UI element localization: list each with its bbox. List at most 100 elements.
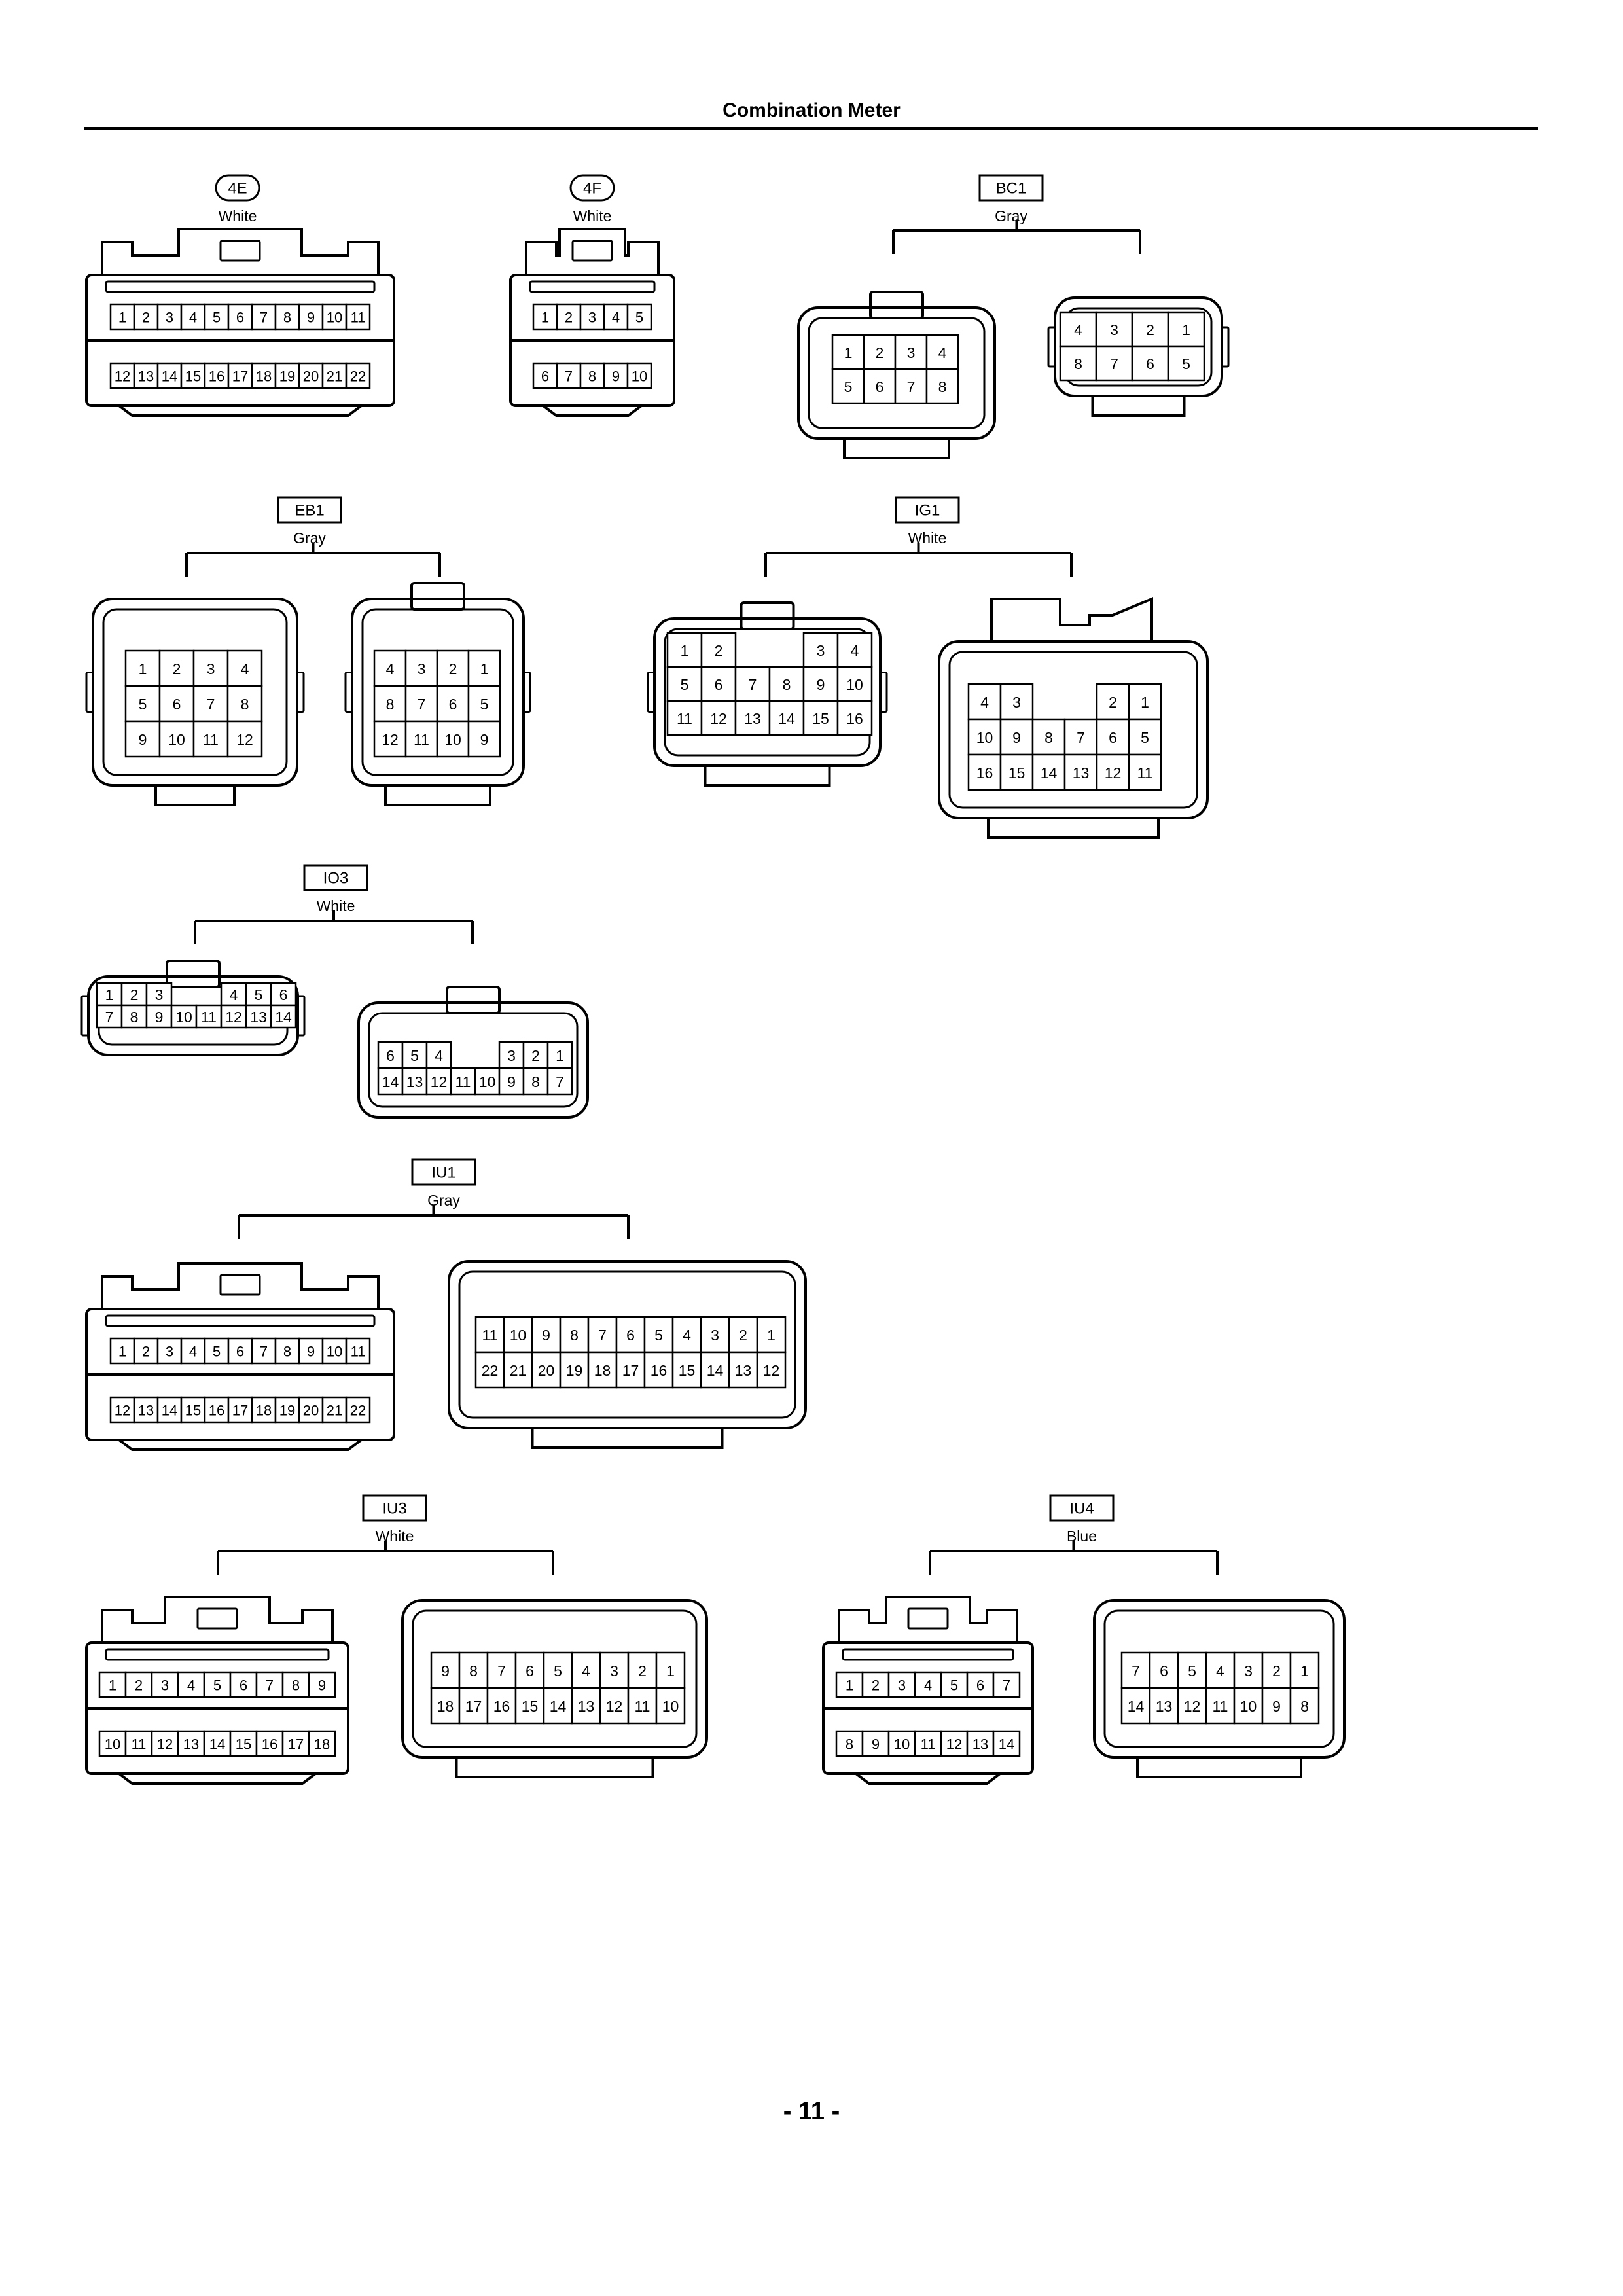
pin-number: 8 bbox=[588, 368, 596, 385]
pin-cell bbox=[474, 1316, 505, 1354]
view-bracket bbox=[217, 1541, 554, 1575]
pin-number: 5 bbox=[410, 1047, 419, 1064]
pin-number: 18 bbox=[437, 1698, 454, 1715]
pin-cell bbox=[734, 700, 771, 736]
pin-cell bbox=[270, 1004, 297, 1029]
pin-cell bbox=[599, 1687, 630, 1725]
pin-number: 17 bbox=[622, 1362, 639, 1379]
pin-number: 7 bbox=[565, 368, 573, 385]
pin-cell bbox=[133, 362, 159, 389]
view-bracket bbox=[929, 1541, 1219, 1575]
pin-cell bbox=[204, 362, 230, 389]
pin-cell bbox=[404, 649, 438, 687]
pin-number: 18 bbox=[314, 1736, 330, 1753]
pin-cell bbox=[671, 1316, 702, 1354]
pin-number: 7 bbox=[266, 1677, 274, 1694]
pin-cell bbox=[756, 1351, 787, 1389]
pin-number: 13 bbox=[578, 1698, 595, 1715]
connector-code: IU4 bbox=[1069, 1500, 1094, 1518]
pin-number: 11 bbox=[203, 731, 219, 748]
pin-number: 9 bbox=[1272, 1698, 1281, 1715]
plug-latch bbox=[101, 228, 380, 275]
connector-code: 4F bbox=[583, 180, 601, 198]
pin-cell bbox=[270, 982, 297, 1007]
pin-cell bbox=[170, 1004, 198, 1029]
pin-number: 3 bbox=[418, 660, 426, 677]
pin-number: 1 bbox=[846, 1677, 853, 1694]
pin-number: 7 bbox=[497, 1662, 506, 1679]
pin-number: 12 bbox=[606, 1698, 623, 1715]
pin-cell bbox=[836, 700, 873, 736]
pin-number: 22 bbox=[350, 1403, 366, 1419]
pin-number: 5 bbox=[213, 1677, 221, 1694]
pin-cell bbox=[914, 1730, 942, 1757]
pin-number: 3 bbox=[166, 1344, 173, 1360]
pin-cell bbox=[1095, 345, 1133, 382]
title-rule bbox=[84, 127, 1538, 130]
pin-cell bbox=[204, 1396, 230, 1424]
pin-cell bbox=[579, 362, 605, 389]
pin-number: 1 bbox=[118, 1344, 126, 1360]
pin-number: 4 bbox=[683, 1327, 691, 1344]
receptacle-inner bbox=[948, 651, 1198, 809]
pin-cell bbox=[1167, 311, 1205, 348]
pin-number: 2 bbox=[449, 660, 457, 677]
pin-number: 9 bbox=[507, 1073, 516, 1090]
pin-number: 4 bbox=[230, 986, 238, 1003]
pin-number: 1 bbox=[118, 310, 126, 326]
pin-number: 6 bbox=[236, 310, 244, 326]
pin-cell bbox=[587, 1316, 618, 1354]
pin-cell bbox=[802, 700, 839, 736]
pin-number: 14 bbox=[1128, 1698, 1145, 1715]
pin-number: 13 bbox=[138, 1403, 154, 1419]
pin-number: 15 bbox=[185, 1403, 201, 1419]
pin-cell bbox=[133, 1337, 159, 1365]
plug-latch bbox=[525, 228, 660, 275]
pin-cell bbox=[831, 368, 865, 404]
pin-number: 17 bbox=[232, 1403, 248, 1419]
pin-number: 2 bbox=[173, 660, 181, 677]
pin-number: 1 bbox=[541, 310, 549, 326]
latch-tab bbox=[196, 1607, 238, 1630]
pin-number: 1 bbox=[1141, 694, 1149, 711]
pin-number: 6 bbox=[626, 1327, 635, 1344]
pin-number: 7 bbox=[598, 1327, 607, 1344]
pin-cell bbox=[321, 1337, 348, 1365]
pin-number: 5 bbox=[1182, 355, 1190, 372]
pin-number: 13 bbox=[1156, 1698, 1173, 1715]
pin-number: 12 bbox=[236, 731, 253, 748]
pin-cell bbox=[192, 649, 229, 687]
pin-number: 10 bbox=[444, 731, 461, 748]
view-bracket bbox=[238, 1205, 630, 1239]
connector-code: IO3 bbox=[323, 870, 349, 888]
view-bracket bbox=[892, 220, 1141, 254]
connector-code: BC1 bbox=[996, 180, 1027, 198]
pin-number: 7 bbox=[105, 1009, 114, 1026]
pin-number: 5 bbox=[950, 1677, 958, 1694]
side-tab bbox=[1047, 326, 1056, 368]
pin-number: 10 bbox=[1240, 1698, 1257, 1715]
pin-cell bbox=[204, 1337, 230, 1365]
pin-cell bbox=[966, 1730, 995, 1757]
pin-cell bbox=[992, 1671, 1021, 1698]
connector-color: White bbox=[317, 897, 355, 914]
connector-code: IG1 bbox=[915, 502, 940, 520]
pin-number: 22 bbox=[482, 1362, 499, 1379]
pin-number: 7 bbox=[260, 1344, 268, 1360]
connector-color: White bbox=[908, 529, 947, 547]
pin-number: 21 bbox=[327, 1403, 342, 1419]
pin-cell bbox=[768, 700, 805, 736]
pin-number: 10 bbox=[479, 1073, 496, 1090]
pin-number: 6 bbox=[541, 368, 549, 385]
pin-number: 6 bbox=[526, 1662, 534, 1679]
pin-cell bbox=[1233, 1687, 1264, 1725]
pin-cell bbox=[992, 1730, 1021, 1757]
pin-number: 3 bbox=[817, 642, 825, 659]
pin-cell bbox=[255, 1730, 284, 1757]
